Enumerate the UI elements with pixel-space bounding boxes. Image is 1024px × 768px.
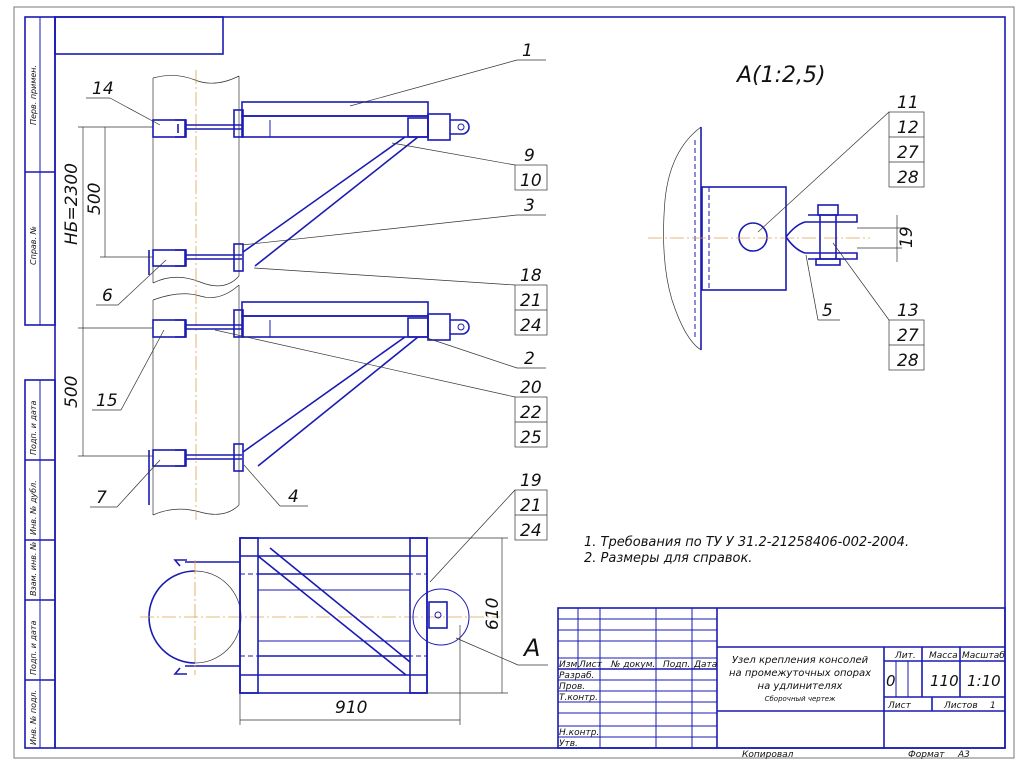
balloon-24-b: 24 <box>520 521 542 541</box>
stamp-vzam-inv: Взам. инв. № <box>29 542 38 596</box>
plan-view: 910 610 А <box>140 537 548 725</box>
top-left-box <box>54 16 224 55</box>
tb-col-doc: № докум. <box>610 660 655 670</box>
technical-notes: 1. Требования по ТУ У 31.2-21258406-002-… <box>584 535 909 566</box>
drawing-title-line-3: на удлинителях <box>758 681 843 692</box>
dim-500-lower: 500 <box>62 376 82 408</box>
tb-mass-label: Масса <box>929 651 958 661</box>
dim-hb-2300: НБ=2300 <box>62 163 82 245</box>
tb-scale-label: Масштаб <box>962 651 1005 661</box>
left-stamp-lower: Подп. и дата Инв. № дубл. Взам. инв. № П… <box>24 379 56 749</box>
dim-500-upper: 500 <box>85 183 105 215</box>
balloon-4: 4 <box>288 487 299 507</box>
balloon-18: 18 <box>520 266 542 286</box>
sheet-border <box>13 6 1015 759</box>
tb-col-izm: Изм. <box>559 660 580 670</box>
detail-marker-a: А <box>522 634 540 662</box>
balloon-9: 9 <box>524 146 535 166</box>
detail-view-label: А(1:2,5) <box>735 63 826 88</box>
tb-sheets-label: Листов <box>943 701 978 711</box>
balloon-27-b: 27 <box>897 326 919 346</box>
stamp-podp-data-1: Подп. и дата <box>29 400 38 455</box>
drawing-doc-type: Сборочный чертеж <box>765 695 836 703</box>
stamp-podp-data-2: Подп. и дата <box>29 620 38 675</box>
stamp-inv-dubl: Инв. № дубл. <box>29 480 38 535</box>
dim-610: 610 <box>483 598 503 630</box>
tb-format-value: А3 <box>957 750 970 760</box>
balloon-15: 15 <box>96 391 118 411</box>
front-balloons <box>86 59 548 583</box>
console-upper <box>148 101 470 275</box>
balloon-22: 22 <box>520 403 542 423</box>
note-1: 1. Требования по ТУ У 31.2-21258406-002-… <box>584 535 909 550</box>
tb-row-prov: Пров. <box>559 682 585 692</box>
balloon-3: 3 <box>524 196 535 216</box>
tb-copied: Копировал <box>742 750 794 760</box>
balloon-21-a: 21 <box>520 291 542 311</box>
balloon-12: 12 <box>897 118 919 138</box>
tb-lit-value: 0 <box>886 672 896 690</box>
front-balloon-numbers: 1 14 9 10 3 6 18 21 24 2 20 22 25 15 7 4… <box>92 41 542 541</box>
balloon-19: 19 <box>520 471 542 491</box>
tb-mass-value: 110 <box>930 672 959 690</box>
tb-row-tkontr: Т.контр. <box>559 693 598 703</box>
balloon-5: 5 <box>822 301 833 321</box>
balloon-14: 14 <box>92 79 114 99</box>
tb-row-nkontr: Н.контр. <box>559 728 599 738</box>
balloon-27-a: 27 <box>897 143 919 163</box>
tb-format-label: Формат <box>908 750 945 760</box>
note-2: 2. Размеры для справок. <box>584 551 752 566</box>
dim-910: 910 <box>335 698 367 718</box>
balloon-13: 13 <box>897 301 919 321</box>
balloon-28-b: 28 <box>897 351 919 371</box>
balloon-20: 20 <box>520 378 542 398</box>
stamp-inv-podl: Инв. № подл. <box>29 690 38 745</box>
balloon-7: 7 <box>96 488 107 508</box>
dim-19: 19 <box>897 226 917 248</box>
tb-sheet-label: Лист <box>887 701 912 711</box>
tb-sheets-value: 1 <box>990 701 996 711</box>
balloon-11: 11 <box>897 93 919 113</box>
console-lower <box>148 301 470 505</box>
front-dimensions: 500 НБ=2300 500 <box>62 126 153 457</box>
tb-row-utv: Утв. <box>559 739 578 749</box>
left-stamp-upper: Перв. примен. Справ. № <box>24 16 56 326</box>
title-block: Изм. Лист № докум. Подп. Дата Разраб. Пр… <box>557 607 1006 760</box>
tb-lit-label: Лит. <box>894 651 916 661</box>
tb-col-podp: Подп. <box>663 660 690 670</box>
stamp-sprav-no: Справ. № <box>29 226 38 265</box>
balloon-21-b: 21 <box>520 496 542 516</box>
tb-col-list: Лист <box>578 660 603 670</box>
balloon-2: 2 <box>524 349 535 369</box>
drawing-title-line-2: на промежуточных опорах <box>729 668 871 679</box>
stamp-perv-primen: Перв. примен. <box>29 65 38 125</box>
tb-row-razrab: Разраб. <box>559 671 594 681</box>
tb-scale-value: 1:10 <box>967 672 1001 690</box>
balloon-10: 10 <box>520 171 542 191</box>
balloon-24-a: 24 <box>520 316 542 336</box>
detail-view-a: А(1:2,5) 19 11 12 27 28 5 13 27 <box>648 63 925 371</box>
balloon-1: 1 <box>522 41 533 61</box>
tb-col-data: Дата <box>693 660 717 670</box>
balloon-28-a: 28 <box>897 168 919 188</box>
balloon-25: 25 <box>520 428 542 448</box>
drawing-title-line-1: Узел крепления консолей <box>732 655 869 666</box>
balloon-6: 6 <box>102 286 113 306</box>
front-view: 500 НБ=2300 500 <box>62 70 470 520</box>
